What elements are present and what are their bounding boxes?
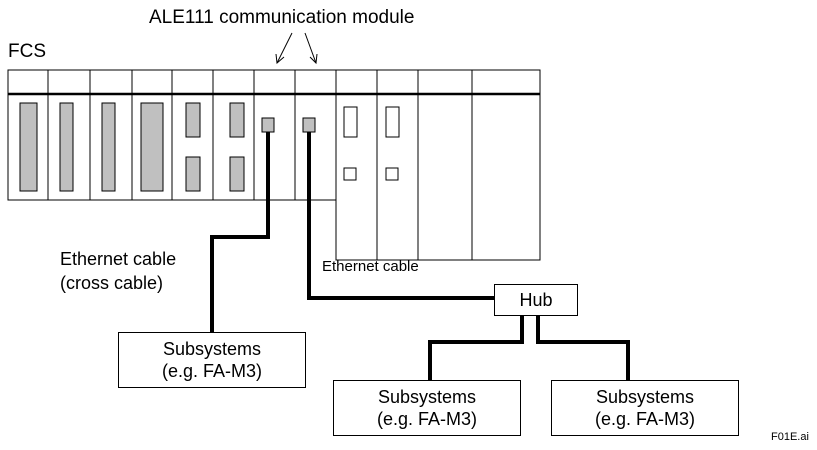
subsystem-1-line2: (e.g. FA-M3) <box>161 361 263 381</box>
fcs-rack <box>7 69 541 261</box>
arrow-head-2 <box>309 53 318 65</box>
arrow-line-2 <box>304 32 317 64</box>
subsystem-3-label: Subsystems(e.g. FA-M3) <box>595 386 695 431</box>
subsystem-1-line1: Subsystems <box>162 338 262 359</box>
subsystem-2-label: Subsystems(e.g. FA-M3) <box>377 386 477 431</box>
ale111-port-2 <box>302 117 316 133</box>
figure-id: F01E.ai <box>771 431 809 443</box>
subsystem-3-line2: (e.g. FA-M3) <box>594 409 696 429</box>
empty-slot-2-bottom <box>385 167 399 181</box>
module-slot-4 <box>140 102 164 192</box>
subsystem-box-2: Subsystems(e.g. FA-M3) <box>333 380 521 436</box>
subsystem-box-3: Subsystems(e.g. FA-M3) <box>551 380 739 436</box>
ale111-port-1 <box>261 117 275 133</box>
rack-empty-modules <box>343 106 400 181</box>
module-slot-1 <box>19 102 38 192</box>
ethernet-cables <box>210 132 630 380</box>
subsystem-3-line1: Subsystems <box>595 386 695 407</box>
module-slot-6-top <box>229 102 245 138</box>
module-slot-5-top <box>185 102 201 138</box>
rack-modules <box>19 102 316 192</box>
rack-header-strip <box>7 69 541 95</box>
subsystem-1-label: Subsystems(e.g. FA-M3) <box>162 338 262 383</box>
module-slot-5-bottom <box>185 156 201 192</box>
module-slot-2 <box>59 102 74 192</box>
cable-hub-left <box>428 316 524 380</box>
subsystem-box-1: Subsystems(e.g. FA-M3) <box>118 332 306 388</box>
subsystem-2-line2: (e.g. FA-M3) <box>376 409 478 429</box>
empty-slot-2-top <box>385 106 400 138</box>
ethernet-cable-left-line2: (cross cable) <box>60 273 164 293</box>
module-slot-3 <box>101 102 116 192</box>
hub-label: Hub <box>519 289 553 310</box>
ethernet-cable-left-line1: Ethernet cable <box>60 249 177 269</box>
cable-cross <box>210 132 270 332</box>
ethernet-cable-right: Ethernet cable <box>322 258 419 275</box>
arrow-head-1 <box>275 53 285 64</box>
cable-hub-right <box>536 316 630 380</box>
rack-body-extension <box>335 93 541 261</box>
subsystem-2-line1: Subsystems <box>377 386 477 407</box>
arrow-line-1 <box>276 32 293 64</box>
module-arrows <box>275 32 318 65</box>
hub-box: Hub <box>494 284 578 316</box>
empty-slot-1-bottom <box>343 167 357 181</box>
fcs-label: FCS <box>8 41 46 62</box>
module-slot-6-bottom <box>229 156 245 192</box>
cable-to-hub <box>307 132 494 300</box>
module-title: ALE111 communication module <box>149 7 415 28</box>
empty-slot-1-top <box>343 106 358 138</box>
